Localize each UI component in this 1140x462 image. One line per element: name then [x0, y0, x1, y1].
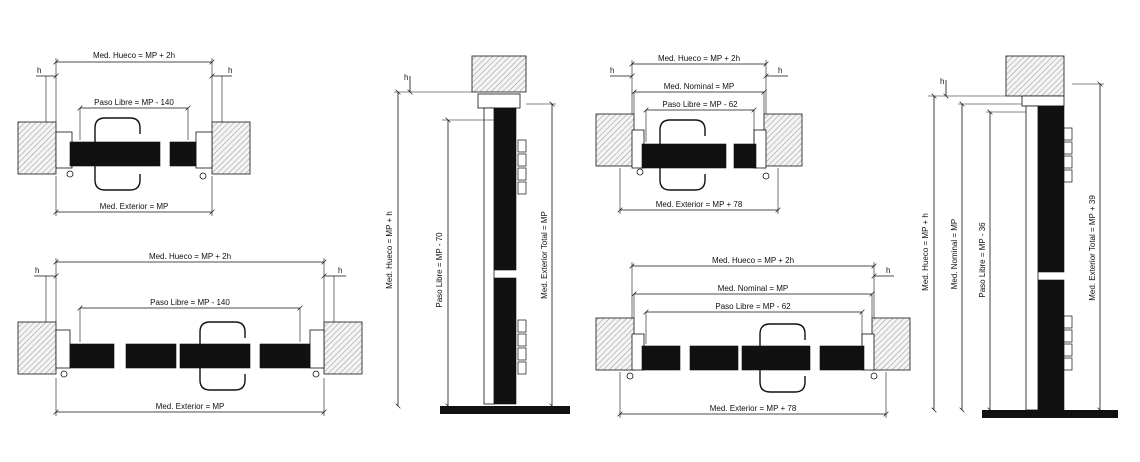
pivot-right — [312, 370, 320, 378]
floor — [440, 406, 570, 414]
dim-h-right: h — [338, 266, 342, 275]
wall-right — [871, 317, 911, 371]
frame-right — [309, 329, 325, 369]
door-leaf-1 — [641, 345, 681, 371]
dim-outer-label: Med. Hueco = MP + 2h — [712, 256, 794, 265]
dim-bottom-label: Med. Exterior = MP — [100, 202, 169, 211]
dim-nominal-label: Med. Nominal = MP — [718, 284, 788, 293]
side-frame — [483, 107, 495, 405]
door-leaf-1 — [69, 343, 115, 369]
dim-total-label: Med. Exterior Total = MP + 39 — [1088, 195, 1097, 301]
dim-h-left: h — [610, 66, 614, 75]
dim-h-top: h — [940, 77, 944, 86]
pivot-left — [66, 170, 74, 178]
door-leaf-2 — [125, 343, 177, 369]
door-leaf-2 — [689, 345, 739, 371]
door-leaf — [69, 141, 161, 167]
handle-bottom — [94, 166, 141, 191]
handle-top — [94, 117, 141, 142]
door-leaf-upper — [1037, 105, 1065, 273]
dim-outer-label: Med. Hueco = MP + 2h — [658, 54, 740, 63]
wall-right — [763, 113, 803, 167]
handle-bottom — [759, 370, 806, 393]
elevation-a: Med. Hueco = MP + h h Paso Libre = MP - … — [385, 55, 570, 414]
dim-h-right: h — [886, 266, 890, 275]
side-frame — [1025, 105, 1039, 411]
dim-full-label: Med. Hueco = MP + h — [385, 211, 394, 289]
dim-nominal-label: Med. Nominal = MP — [664, 82, 734, 91]
dim-h-right: h — [228, 66, 232, 75]
handle-bottom — [659, 168, 706, 191]
plan-double-b: Med. Hueco = MP + 2h h Med. Nominal = MP… — [595, 256, 911, 418]
top-frame — [477, 93, 521, 109]
wall-right — [211, 121, 251, 175]
dim-h-left: h — [37, 66, 41, 75]
pivot-left — [60, 370, 68, 378]
lintel — [1005, 55, 1065, 97]
dim-inner-label: Paso Libre = MP - 140 — [150, 298, 230, 307]
elevation-b: Med. Hueco = MP + h h Med. Nominal = MP … — [921, 55, 1118, 418]
floor — [982, 410, 1118, 418]
door-leaf-3 — [741, 345, 811, 371]
wall-left — [595, 113, 635, 167]
door-leaf-4 — [819, 345, 865, 371]
lintel — [471, 55, 527, 93]
door-leaf — [641, 143, 727, 169]
plan-single-a: Med. Hueco = MP + 2h h h Paso Libre = MP… — [17, 51, 251, 216]
door-leaf-4 — [259, 343, 311, 369]
door-leaf-3 — [179, 343, 251, 369]
dim-pass-label: Paso Libre = MP - 70 — [435, 232, 444, 308]
door-leaf-upper — [493, 107, 517, 271]
dim-bottom-label: Med. Exterior = MP + 78 — [656, 200, 743, 209]
dim-nominal-label: Med. Nominal = MP — [950, 219, 959, 289]
pivot-right — [870, 372, 878, 380]
dim-outer-label: Med. Hueco = MP + 2h — [149, 252, 231, 261]
frame-left — [55, 329, 71, 369]
pivot-right — [199, 172, 207, 180]
dim-pass-label: Paso Libre = MP - 36 — [978, 222, 987, 298]
handle-top — [199, 321, 246, 344]
wall-left — [17, 321, 57, 375]
plan-double-a: Med. Hueco = MP + 2h h h Paso Libre = MP… — [17, 252, 363, 416]
pivot-left — [626, 372, 634, 380]
dim-inner-label: Paso Libre = MP - 62 — [662, 100, 738, 109]
frame-left — [55, 131, 73, 169]
wall-right — [323, 321, 363, 375]
wall-left — [595, 317, 635, 371]
dim-bottom-label: Med. Exterior = MP — [156, 402, 225, 411]
plan-single-b: Med. Hueco = MP + 2h h h Med. Nominal = … — [595, 54, 803, 214]
dim-h-top: h — [404, 73, 408, 82]
dim-total-label: Med. Exterior Total = MP — [540, 211, 549, 299]
handle-top — [659, 119, 706, 144]
pivot-right — [762, 172, 770, 180]
door-leaf-lower — [493, 277, 517, 405]
dim-inner-label: Paso Libre = MP - 62 — [715, 302, 791, 311]
door-leaf-lower — [1037, 279, 1065, 411]
handle-bottom — [199, 368, 246, 391]
wall-left — [17, 121, 57, 175]
dim-h-right: h — [778, 66, 782, 75]
top-frame — [1021, 95, 1065, 107]
dim-bottom-label: Med. Exterior = MP + 78 — [710, 404, 797, 413]
handle-top — [759, 323, 806, 346]
pivot-left — [636, 168, 644, 176]
dim-full-label: Med. Hueco = MP + h — [921, 213, 930, 291]
frame-right — [195, 131, 213, 169]
dim-outer-label: Med. Hueco = MP + 2h — [93, 51, 175, 60]
door-leaf-fixed — [733, 143, 757, 169]
door-leaf-fixed — [169, 141, 197, 167]
dim-inner-label: Paso Libre = MP - 140 — [94, 98, 174, 107]
dim-h-left: h — [35, 266, 39, 275]
